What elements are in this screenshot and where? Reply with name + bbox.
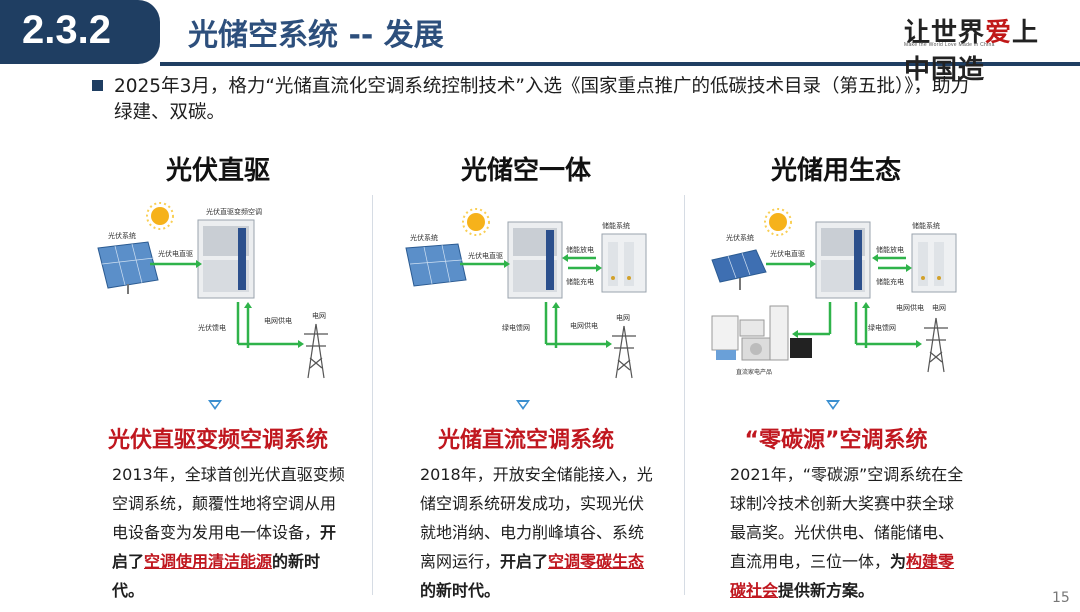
unit-label: 光伏直驱变频空调: [206, 207, 262, 216]
desc-bold: 为: [890, 552, 907, 571]
pv-line-label: 光伏电直驱: [158, 249, 193, 258]
section-tab: 2.3.2: [0, 0, 160, 64]
page-title: 光储空系统 -- 发展: [188, 18, 444, 53]
desc-highlight: 空调零碳生态: [548, 552, 645, 571]
grid-supply-label: 电网供电: [570, 321, 598, 330]
column-divider: [684, 195, 685, 595]
green-feed-label: 绿电馈网: [502, 323, 530, 332]
discharge-label: 储能放电: [876, 245, 904, 254]
logo-text-b: 爱: [985, 18, 1013, 48]
solar-panel-icon: [405, 243, 467, 287]
desc-bold: 的新时代。: [420, 581, 501, 600]
dc-appliances-icon: [711, 305, 812, 361]
column-description: 2013年，全球首创光伏直驱变频空调系统，颠覆性地将空调从用电设备变为发用电一体…: [112, 460, 347, 605]
intro-text: 2025年3月，格力“光储直流化空调系统控制技术”入选《国家重点推广的低碳技术目…: [114, 76, 970, 123]
pv-line-label: 光伏电直驱: [770, 249, 805, 258]
solar-panel-icon: [97, 241, 159, 294]
column-pv-ecosystem: 光储用生态 光伏系统 光伏电直驱 储能系统 储能放电: [686, 150, 986, 605]
battery-cabinet-icon: [911, 233, 957, 293]
column-heading: 光伏直驱: [165, 156, 270, 186]
discharge-label: 储能放电: [566, 245, 594, 254]
grid-label: 电网: [312, 311, 326, 320]
pv-storage-diagram: 光伏系统 光伏电直驱 储能系统 储能放电 储能充电: [405, 208, 647, 379]
pv-ecosystem-diagram: 光伏系统 光伏电直驱 储能系统 储能放电 储能充电: [711, 208, 957, 376]
pv-line-label: 光伏电直驱: [468, 251, 503, 260]
desc-text: 2018年，开放安全储能接入，光储空调系统研发成功，实现光伏就地消纳、电力削峰填…: [420, 465, 653, 571]
column-pv-storage: 光储空一体 光伏系统 光伏电直驱 储能系统 储能放电: [376, 150, 676, 605]
header-rule: [160, 62, 1080, 66]
desc-text: 2021年，“零碳源”空调系统在全球制冷技术创新大奖赛中获全球最高奖。光伏供电、…: [730, 465, 964, 571]
grid-label: 电网: [616, 313, 630, 322]
desc-highlight: 构建零碳社会: [730, 552, 955, 600]
header-bar: 2.3.2 光储空系统 -- 发展 让世界爱上中国造 Make the Worl…: [0, 0, 1080, 85]
triangle-down-icon: [208, 400, 222, 410]
charge-label: 储能充电: [566, 277, 594, 286]
triangle-down-icon: [516, 400, 530, 410]
pv-direct-diagram: 光伏系统 光伏直驱变频空调 光伏电直驱 电网供电 光伏馈电 电网: [97, 202, 328, 379]
logo-subtitle: Make the World Love Made in China: [904, 42, 995, 48]
charge-label: 储能充电: [876, 277, 904, 286]
desc-bold: 提供新方案。: [778, 581, 875, 600]
desc-bold: 的新时代。: [112, 552, 321, 600]
pv-feed-label: 光伏馈电: [198, 323, 226, 332]
column-subheading: “零碳源”空调系统: [744, 428, 928, 453]
grid-supply-label: 电网供电: [264, 316, 292, 325]
column-subheading: 光伏直驱变频空调系统: [107, 428, 328, 453]
column-description: 2018年，开放安全储能接入，光储空调系统研发成功，实现光伏就地消纳、电力削峰填…: [420, 460, 655, 605]
grid-supply-label: 电网供电: [896, 303, 924, 312]
desc-text: 2013年，全球首创光伏直驱变频空调系统，颠覆性地将空调从用电设备变为发用电一体…: [112, 465, 345, 542]
column-heading: 光储用生态: [770, 156, 901, 186]
storage-label: 储能系统: [912, 221, 940, 230]
column-pv-direct: 光伏直驱 光伏系统 光伏直驱变频空调 光伏电直驱 电网供电 光伏馈电: [68, 150, 368, 605]
desc-bold: 开启了: [112, 523, 337, 571]
page-number: 15: [1052, 590, 1070, 606]
section-number: 2.3.2: [22, 8, 111, 52]
solar-panel-icon: [711, 249, 767, 290]
sun-icon: [764, 208, 792, 236]
logo-text-c: 上中国造: [904, 18, 1040, 85]
hvac-unit-icon: [197, 219, 255, 299]
storage-label: 储能系统: [602, 221, 630, 230]
power-tower-icon: [924, 317, 948, 373]
brand-logo: 让世界爱上中国造 Make the World Love Made in Chi…: [904, 12, 1054, 85]
column-divider: [372, 195, 373, 595]
sun-icon: [462, 208, 490, 236]
power-tower-icon: [304, 323, 328, 379]
appliances-label: 直流家电产品: [736, 368, 772, 376]
triangle-down-icon: [826, 400, 840, 410]
column-subheading: 光储直流空调系统: [437, 428, 614, 453]
pv-system-label: 光伏系统: [108, 231, 136, 240]
column-description: 2021年，“零碳源”空调系统在全球制冷技术创新大奖赛中获全球最高奖。光伏供电、…: [730, 460, 965, 605]
sun-icon: [146, 202, 174, 230]
desc-bold: 开启了: [500, 552, 549, 571]
hvac-unit-icon: [507, 221, 563, 299]
power-tower-icon: [612, 325, 636, 379]
column-heading: 光储空一体: [460, 156, 591, 186]
desc-highlight: 空调使用清洁能源: [144, 552, 273, 571]
green-feed-label: 绿电馈网: [868, 323, 896, 332]
pv-system-label: 光伏系统: [410, 233, 438, 242]
pv-system-label: 光伏系统: [726, 233, 754, 242]
battery-cabinet-icon: [601, 233, 647, 293]
grid-label: 电网: [932, 303, 946, 312]
logo-text-a: 让世界: [904, 18, 986, 48]
hvac-unit-icon: [815, 221, 871, 299]
bullet-square-icon: [92, 80, 103, 91]
